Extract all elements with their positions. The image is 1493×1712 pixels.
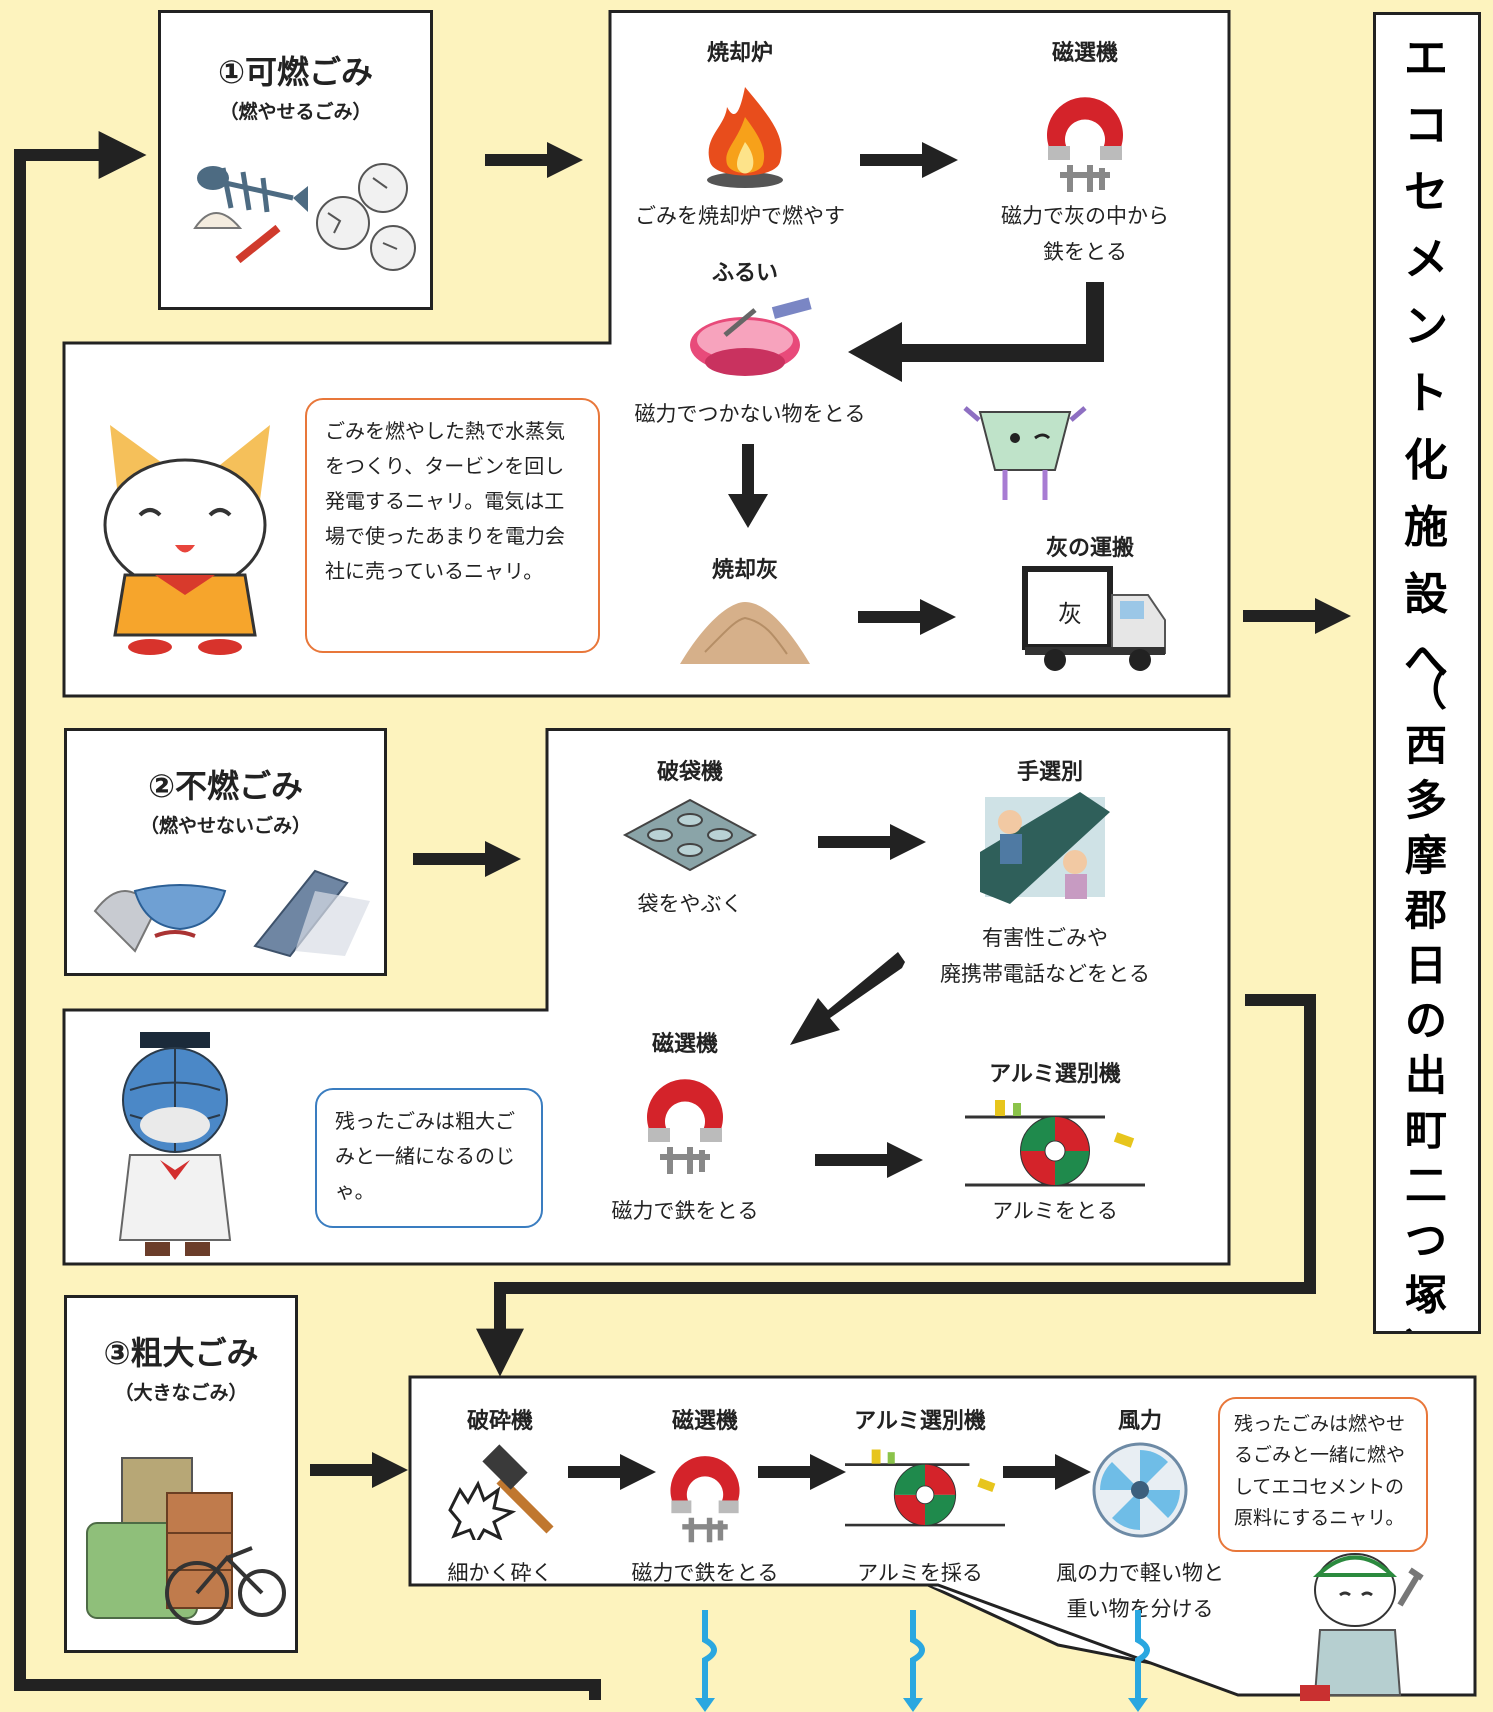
alum3-caption: アルミを採る — [857, 1561, 983, 1585]
ash-label: 焼却灰 — [711, 558, 778, 583]
sieve-caption: 磁力でつかない物をとる — [634, 402, 866, 426]
magnet2-label: 磁選機 — [651, 1032, 718, 1057]
magnet1-caption-2: 鉄をとる — [1043, 240, 1127, 264]
fire-icon — [707, 87, 783, 188]
incinerator-caption: ごみを焼却炉で燃やす — [635, 204, 845, 228]
alum3-label: アルミ選別機 — [854, 1409, 986, 1434]
truck-text: 灰 — [1058, 600, 1082, 628]
bag-breaker-label: 破袋機 — [656, 760, 723, 785]
sieve-icon — [690, 297, 812, 376]
arrow-cat3-to-process3 — [310, 1452, 408, 1488]
magnet3-caption: 磁力で鉄をとる — [631, 1561, 779, 1585]
fan-icon — [1092, 1442, 1188, 1538]
crusher-icon — [448, 1444, 554, 1540]
sieve-label: ふるい — [711, 261, 778, 286]
bulky-trash-icon — [86, 1457, 286, 1625]
bag-breaker-caption: 袋をやぶく — [637, 892, 743, 916]
magnet1-caption-1: 磁力で灰の中から — [1001, 204, 1169, 228]
alum2-label: アルミ選別機 — [989, 1062, 1121, 1087]
destination-main-text: エコセメント化施設へ — [1404, 33, 1448, 687]
arrow-sieve-to-ash — [728, 444, 768, 528]
professor-speech-text: 残ったごみは粗大ごみと一緒になるのじゃ。 — [335, 1109, 515, 1203]
return-loop-line — [14, 131, 601, 1700]
magnet3-label: 磁選機 — [671, 1409, 738, 1434]
cat-speech-text-1: ごみを燃やした熱で水蒸気をつくり、タービンを回し発電するニャリ。電気は工場で使っ… — [325, 419, 565, 583]
crusher-caption: 細かく砕く — [447, 1561, 553, 1585]
wind-caption-1: 風の力で軽い物と — [1056, 1561, 1224, 1585]
alum-separator-icon-2 — [845, 1449, 1005, 1527]
crusher-label: 破砕機 — [466, 1409, 533, 1434]
destination-vertical-text: エコセメント化施設へ（西多摩郡日の出町二つ塚） — [1404, 33, 1448, 1331]
arrow-ash-to-transport — [858, 599, 956, 635]
magnet3-icon — [670, 1456, 740, 1543]
destination-panel: エコセメント化施設へ（西多摩郡日の出町二つ塚） — [1373, 12, 1481, 1334]
arrow-magnet2-to-alum — [815, 1142, 923, 1178]
output-arrows — [695, 1610, 1150, 1712]
process2-to-process3-line — [476, 994, 1316, 1377]
category3-box: ③粗大ごみ （大きなごみ） — [64, 1295, 298, 1653]
arrow-magnet3-to-alum3 — [758, 1454, 846, 1490]
truck-icon — [1022, 566, 1166, 671]
arrow-cat2-to-process2 — [413, 841, 521, 877]
arrow-to-destination — [1243, 598, 1351, 634]
category3-subtitle: （大きなごみ） — [114, 1382, 248, 1404]
hand-sort-icon — [980, 792, 1110, 904]
hand-sort-label: 手選別 — [1016, 760, 1083, 785]
magnet1-label: 磁選機 — [1051, 41, 1118, 66]
magnet2-caption: 磁力で鉄をとる — [611, 1199, 759, 1223]
cat-speech-bubble-1: ごみを燃やした熱で水蒸気をつくり、タービンを回し発電するニャリ。電気は工場で使っ… — [305, 398, 600, 653]
category2-box: ②不燃ごみ （燃やせないごみ） — [64, 728, 387, 976]
arrow-bagbreaker-to-handsort — [818, 824, 926, 860]
hand-sort-caption-1: 有害性ごみや — [982, 926, 1108, 950]
category1-title: ①可燃ごみ — [217, 53, 374, 91]
transport-label: 灰の運搬 — [1045, 536, 1134, 561]
arrow-incinerator-to-magnet — [860, 142, 958, 178]
worker-cat-speech-text: 残ったごみは燃やせるごみと一緒に燃やしてエコセメントの原料にするニャリ。 — [1234, 1413, 1406, 1530]
alum-separator-icon — [965, 1100, 1145, 1187]
process3-panel — [408, 1375, 1477, 1697]
worker-cat-speech-bubble: 残ったごみは燃やせるごみと一緒に燃やしてエコセメントの原料にするニャリ。 — [1218, 1397, 1428, 1552]
wind-label: 風力 — [1117, 1409, 1162, 1434]
category1-subtitle: （燃やせるごみ） — [219, 101, 372, 123]
arrow-handsort-to-magnet2 — [790, 952, 905, 1045]
bag-breaker-icon — [622, 798, 758, 872]
robot-mascot-icon — [963, 406, 1087, 500]
arrow-crusher-to-magnet3 — [568, 1454, 656, 1490]
hand-sort-caption-2: 廃携帯電話などをとる — [940, 962, 1150, 986]
alum2-caption: アルミをとる — [992, 1199, 1118, 1223]
magnet-icon — [1047, 97, 1123, 192]
category2-title: ②不燃ごみ — [147, 767, 304, 805]
incinerator-label: 焼却炉 — [706, 41, 773, 66]
category3-title: ③粗大ごみ — [103, 1334, 259, 1372]
arrow-cat1-to-process1 — [485, 142, 583, 178]
globe-professor-icon — [118, 1032, 232, 1256]
arrow-magnet-to-sieve — [848, 282, 1104, 382]
ash-pile-icon — [680, 602, 810, 664]
burnable-trash-icon — [193, 163, 416, 271]
destination-address-text: （西多摩郡日の出町二つ塚） — [1404, 666, 1447, 1331]
category2-subtitle: （燃やせないごみ） — [139, 815, 311, 837]
arrow-alum3-to-wind — [1003, 1454, 1091, 1490]
worker-cat-icon — [1300, 1553, 1424, 1701]
magnet2-icon — [647, 1079, 723, 1174]
nonburnable-trash-icon — [93, 869, 370, 958]
category1-box: ①可燃ごみ （燃やせるごみ） — [158, 10, 433, 310]
professor-speech-bubble: 残ったごみは粗大ごみと一緒になるのじゃ。 — [315, 1088, 543, 1228]
cat-mascot-icon — [103, 425, 270, 655]
